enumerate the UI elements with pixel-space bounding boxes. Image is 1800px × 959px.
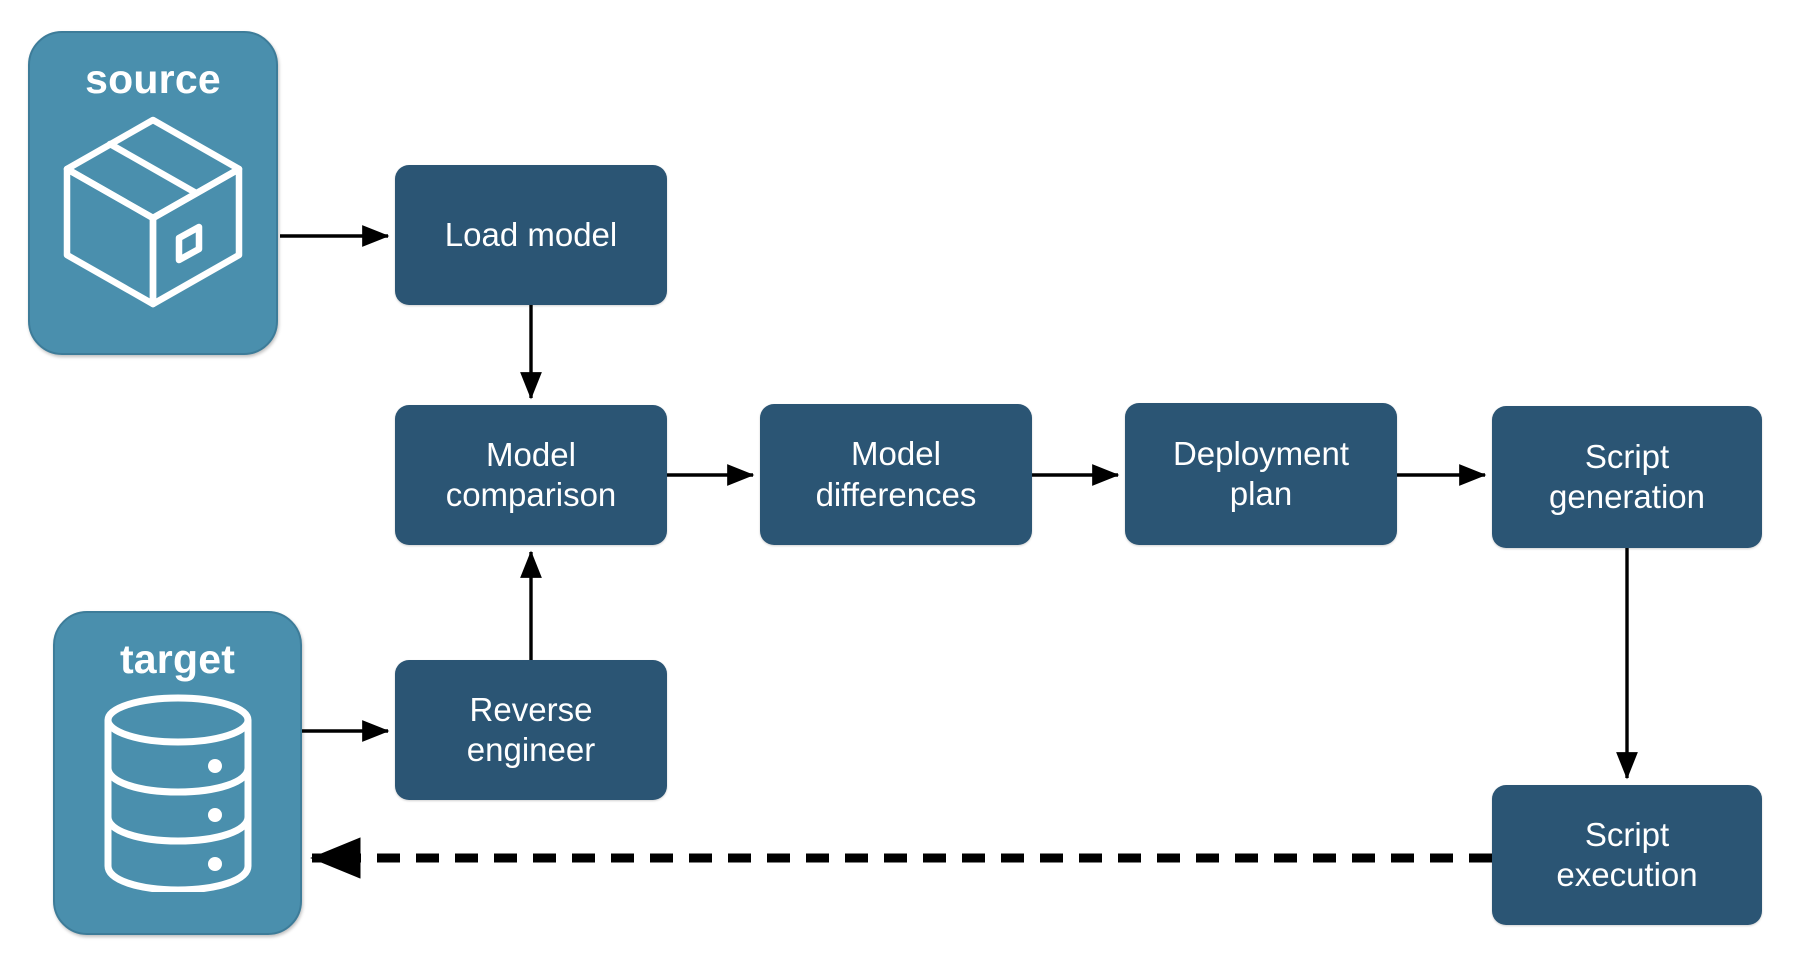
step-script-execution[interactable]: Script execution: [1492, 785, 1762, 925]
endpoint-source-label: source: [85, 56, 221, 102]
step-deployment-plan-label: Deployment plan: [1172, 434, 1350, 512]
step-model-differences[interactable]: Model differences: [760, 404, 1032, 545]
step-script-generation-label: Script generation: [1549, 437, 1705, 515]
endpoint-target-label: target: [119, 636, 236, 682]
step-script-generation[interactable]: Script generation: [1492, 406, 1762, 548]
step-deployment-plan[interactable]: Deployment plan: [1125, 403, 1397, 545]
step-model-differences-label: Model differences: [815, 435, 977, 513]
package-box-icon: [60, 114, 246, 315]
endpoint-target[interactable]: target: [53, 611, 302, 935]
step-model-comparison-label: Model comparison: [445, 435, 617, 513]
step-reverse-engineer[interactable]: Reverse engineer: [395, 660, 667, 800]
step-model-comparison[interactable]: Model comparison: [395, 405, 667, 545]
database-cylinder-icon: [98, 694, 258, 897]
step-reverse-engineer-label: Reverse engineer: [466, 690, 596, 768]
endpoint-source[interactable]: source: [28, 31, 278, 355]
step-load-model-label: Load model: [444, 215, 618, 253]
step-load-model[interactable]: Load model: [395, 165, 667, 305]
step-script-execution-label: Script execution: [1556, 815, 1698, 893]
